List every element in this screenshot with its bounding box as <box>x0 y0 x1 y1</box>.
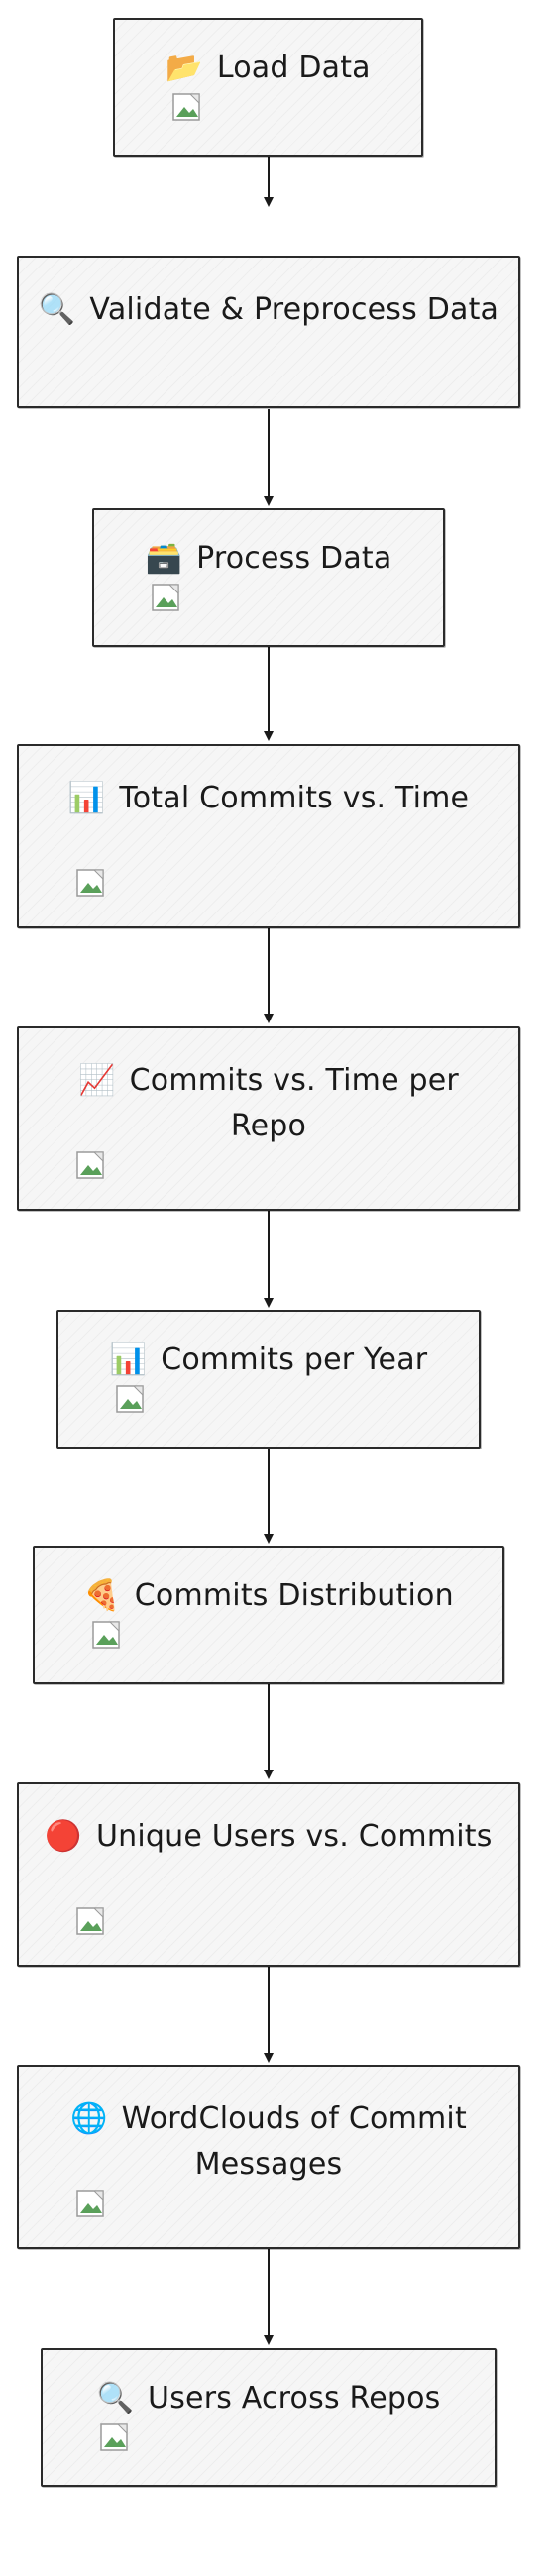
magnifier-icon: 🔍 <box>38 292 76 327</box>
step-label: Commits Distribution <box>134 1578 454 1613</box>
bar-chart-icon: 📊 <box>109 1342 148 1377</box>
step-wordclouds-of-commit-messages[interactable]: 🌐 WordClouds of Commit Messages <box>17 2065 520 2249</box>
broken-image-icon <box>92 1621 122 1651</box>
step-commits-per-year[interactable]: 📊 Commits per Year <box>56 1310 481 1449</box>
step-label: Total Commits vs. Time <box>119 781 470 815</box>
broken-image-icon <box>100 2423 130 2453</box>
step-label: Users Across Repos <box>148 2381 441 2415</box>
broken-image-icon <box>172 93 202 123</box>
folder-icon: 📂 <box>166 51 203 85</box>
step-total-commits-vs-time[interactable]: 📊 Total Commits vs. Time <box>17 744 520 928</box>
step-label: Validate & Preprocess Data <box>89 292 499 327</box>
card-file-box-icon: 🗃️ <box>145 541 183 576</box>
step-label: WordClouds of Commit Messages <box>121 2101 467 2182</box>
broken-image-icon <box>152 584 181 613</box>
step-process-data[interactable]: 🗃️ Process Data <box>92 508 445 647</box>
globe-icon: 🌐 <box>70 2101 108 2136</box>
broken-image-icon <box>76 2190 106 2219</box>
step-unique-users-vs-commits[interactable]: 🔴 Unique Users vs. Commits <box>17 1782 520 1967</box>
broken-image-icon <box>76 1151 106 1181</box>
broken-image-icon <box>76 869 106 899</box>
step-label: Process Data <box>196 541 392 576</box>
red-circle-icon: 🔴 <box>45 1819 82 1854</box>
line-chart-icon: 📈 <box>78 1063 116 1098</box>
step-validate-preprocess-data[interactable]: 🔍 Validate & Preprocess Data <box>17 256 520 408</box>
step-commits-distribution[interactable]: 🍕 Commits Distribution <box>33 1546 504 1684</box>
step-commits-vs-time-per-repo[interactable]: 📈 Commits vs. Time per Repo <box>17 1026 520 1211</box>
step-label: Unique Users vs. Commits <box>95 1819 493 1854</box>
step-load-data[interactable]: 📂 Load Data <box>113 18 423 157</box>
step-label: Commits per Year <box>161 1342 428 1377</box>
step-label: Load Data <box>216 51 371 85</box>
bar-chart-icon: 📊 <box>67 781 106 815</box>
magnifier-icon: 🔍 <box>96 2381 135 2415</box>
broken-image-icon <box>116 1385 146 1415</box>
broken-image-icon <box>76 1907 106 1937</box>
step-users-across-repos[interactable]: 🔍 Users Across Repos <box>41 2348 497 2487</box>
step-label: Commits vs. Time per Repo <box>129 1063 459 1143</box>
pizza-icon: 🍕 <box>83 1578 121 1613</box>
